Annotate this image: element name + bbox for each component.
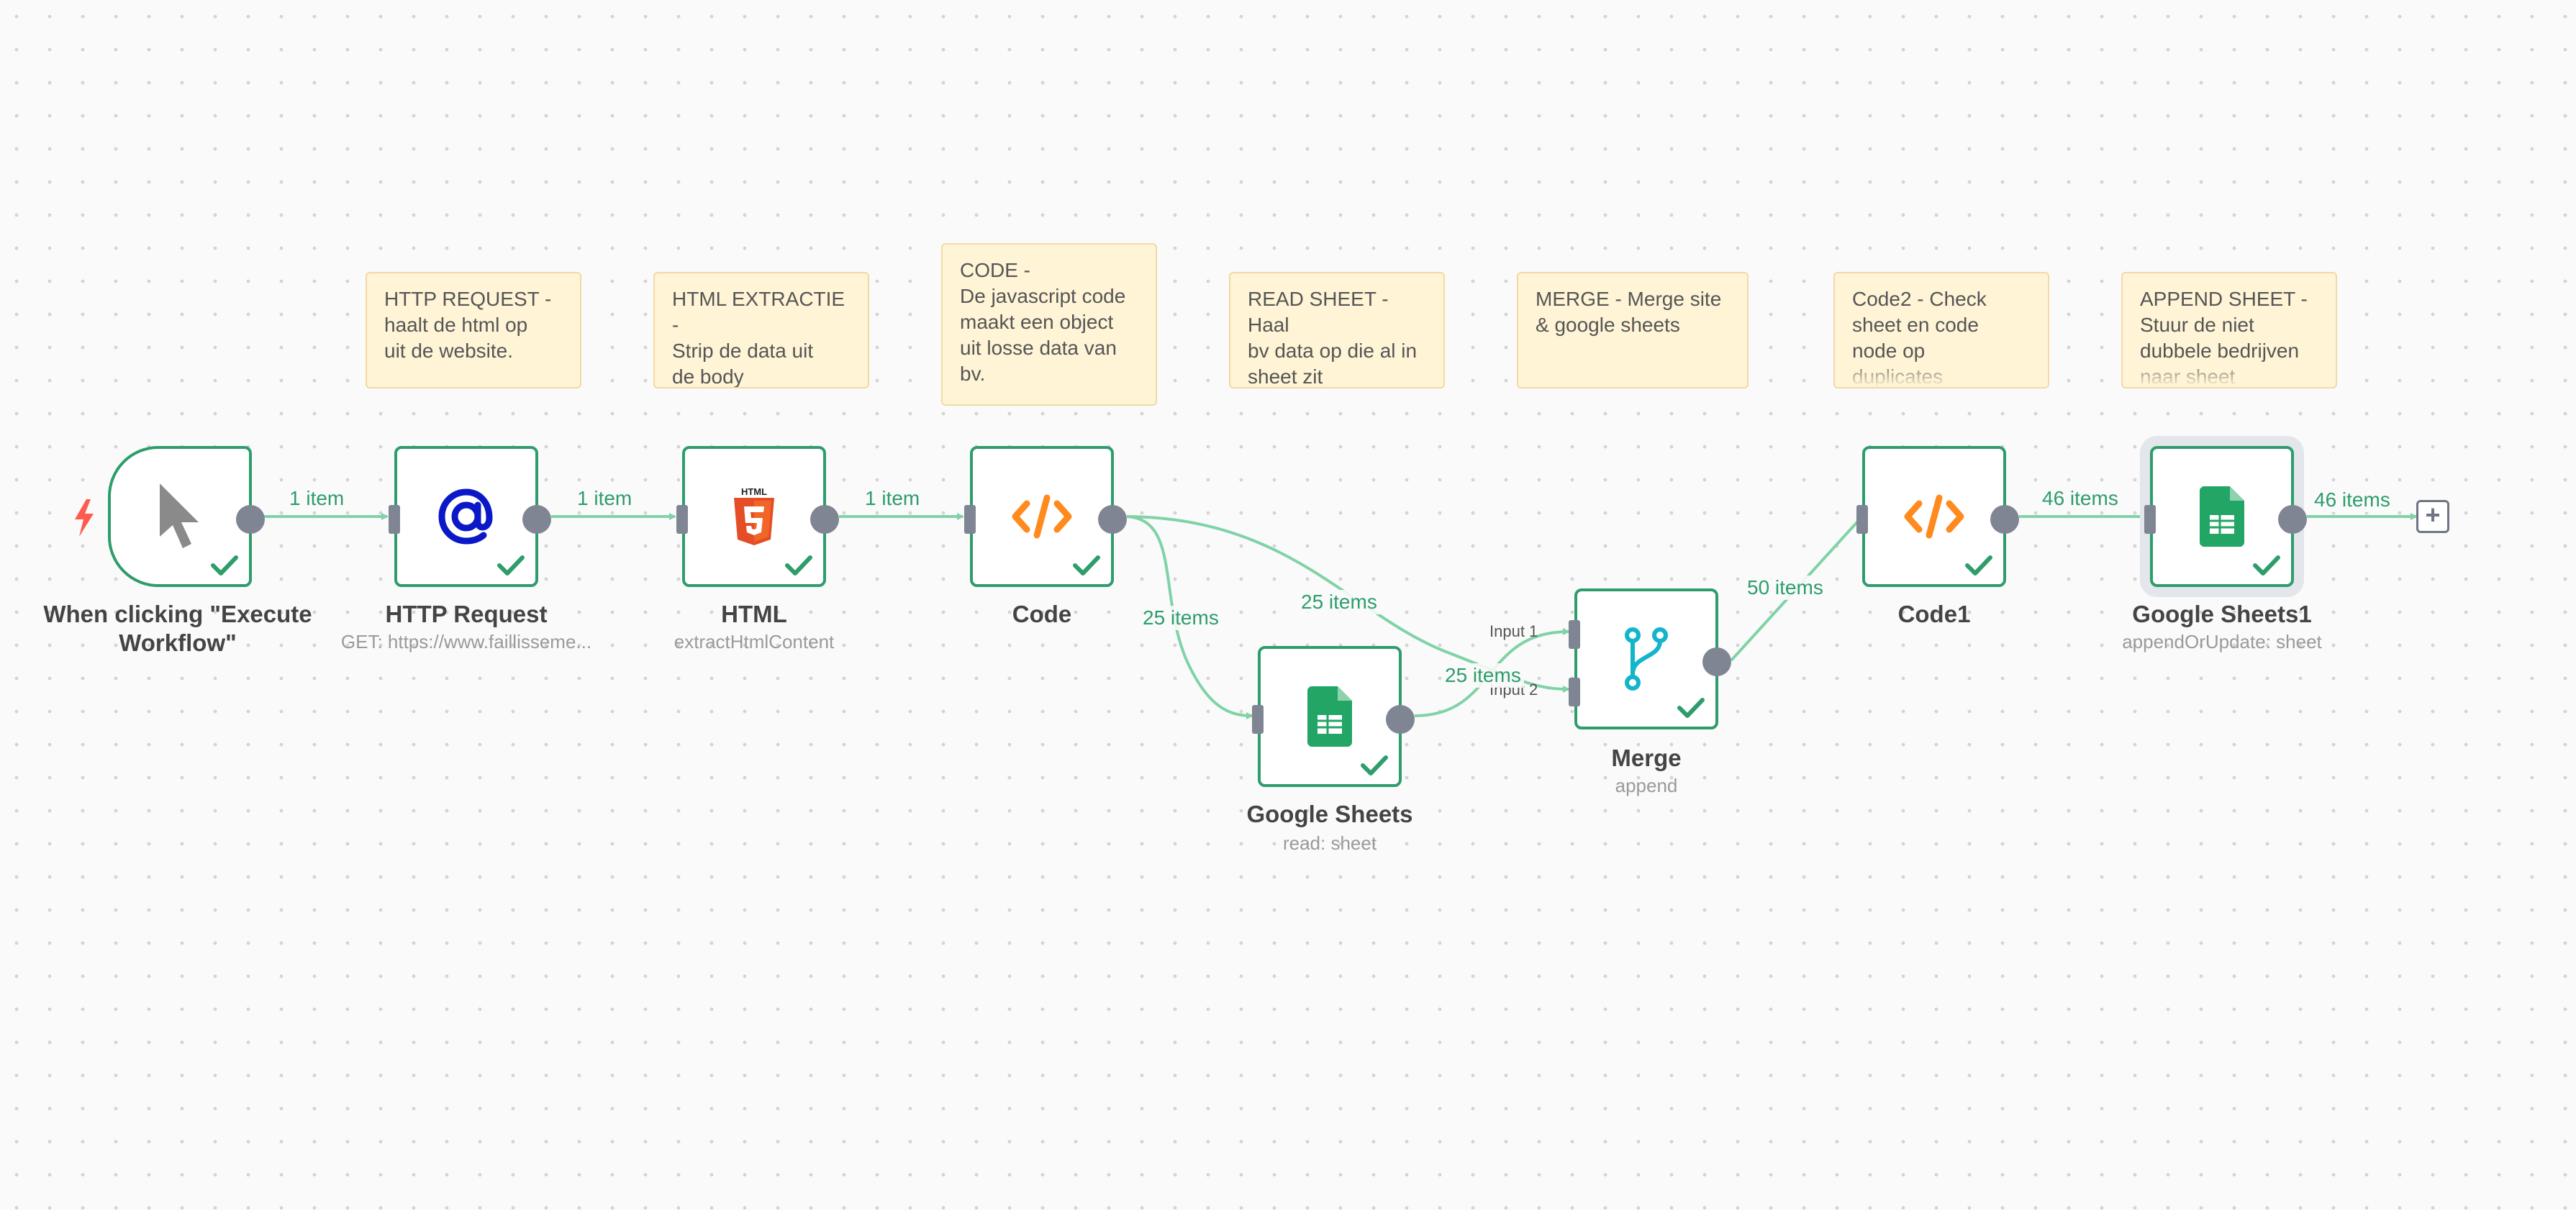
node-google-sheets1[interactable]	[2144, 446, 2307, 587]
at-icon	[436, 486, 496, 547]
node-subtitle-http-request: GET: https://www.faillisseme...	[340, 631, 592, 652]
edge-label-code-merge: 25 items	[1298, 590, 1380, 614]
success-check-icon	[1361, 755, 1388, 775]
google-sheets-icon	[1307, 686, 1352, 747]
input-port[interactable]	[389, 505, 400, 534]
edge-code-gsheets[interactable]	[1126, 515, 1253, 719]
html5-icon: HTML	[731, 486, 777, 547]
output-port[interactable]	[1386, 705, 1415, 734]
edge-label-merge-code1: 50 items	[1744, 576, 1826, 600]
edge-label-code1-gsheets1: 46 items	[2039, 486, 2121, 511]
output-port[interactable]	[1702, 647, 1731, 676]
node-title-http-request: HTTP Request	[385, 601, 548, 627]
success-check-icon	[2253, 555, 2280, 576]
input-port-2[interactable]	[1569, 678, 1580, 706]
node-manual-trigger[interactable]	[108, 446, 265, 587]
input-port[interactable]	[676, 505, 688, 534]
merge-icon	[1621, 627, 1672, 691]
node-subtitle-html: extractHtmlContent	[674, 631, 835, 652]
html5-badge: HTML	[741, 486, 767, 497]
sticky-note-code2[interactable]: Code2 - Check sheet en code node op dupl…	[1833, 272, 2049, 388]
input-port[interactable]	[2144, 505, 2156, 534]
edge-code-merge[interactable]	[1126, 515, 1570, 693]
cursor-icon	[157, 482, 203, 551]
code-icon	[1011, 493, 1073, 540]
node-subtitle-google-sheets1: appendOrUpdate: sheet	[2122, 631, 2322, 652]
output-port[interactable]	[2278, 505, 2307, 534]
node-html[interactable]: HTML	[676, 446, 839, 587]
node-title-merge: Merge	[1611, 745, 1682, 771]
node-title-google-sheets1: Google Sheets1	[2132, 601, 2312, 627]
edge-label-gsheets-merge: 25 items	[1442, 663, 1524, 688]
success-check-icon	[1677, 698, 1705, 718]
success-check-icon	[497, 555, 525, 576]
node-merge[interactable]	[1569, 588, 1731, 729]
sticky-note-append-sheet[interactable]: APPEND SHEET - Stuur de niet dubbele bed…	[2121, 272, 2337, 388]
node-title-trigger: When clicking "Execute Workflow"	[43, 601, 312, 656]
output-port[interactable]	[1098, 505, 1127, 534]
success-check-icon	[785, 555, 812, 576]
edge-label-trigger-http: 1 item	[286, 486, 348, 511]
trigger-bolt-icon	[75, 499, 94, 537]
sticky-note-read-sheet[interactable]: READ SHEET - Haal bv data op die al in s…	[1229, 272, 1445, 388]
sticky-note-code[interactable]: CODE - De javascript code maakt een obje…	[941, 243, 1157, 406]
google-sheets-icon	[2200, 486, 2244, 547]
code-icon	[1903, 493, 1965, 540]
node-code[interactable]	[964, 446, 1127, 587]
input-port[interactable]	[1252, 705, 1264, 734]
node-title-code: Code	[1012, 601, 1072, 627]
node-title-code1: Code1	[1897, 601, 1971, 627]
sticky-note-http-request[interactable]: HTTP REQUEST - haalt de html op uit de w…	[366, 272, 581, 388]
success-check-icon	[1965, 555, 1992, 576]
node-google-sheets[interactable]	[1252, 646, 1415, 787]
node-http-request[interactable]	[389, 446, 551, 587]
merge-input-1-label: Input 1	[1489, 622, 1538, 640]
node-code1[interactable]	[1856, 446, 2019, 587]
output-port[interactable]	[522, 505, 551, 534]
sticky-note-merge[interactable]: MERGE - Merge site & google sheets	[1517, 272, 1749, 388]
edge-label-gsheets1-out: 46 items	[2311, 488, 2393, 512]
node-subtitle-google-sheets: read: sheet	[1282, 832, 1377, 854]
node-title-google-sheets: Google Sheets	[1246, 801, 1413, 827]
edge-label-code-gsheets: 25 items	[1140, 606, 1222, 630]
node-title-html: HTML	[721, 601, 787, 627]
input-port[interactable]	[964, 505, 976, 534]
input-port[interactable]	[1856, 505, 1868, 534]
input-port-1[interactable]	[1569, 620, 1580, 649]
sticky-note-html-extractie[interactable]: HTML EXTRACTIE - Strip de data uit de bo…	[653, 272, 869, 388]
output-port[interactable]	[1990, 505, 2019, 534]
output-port[interactable]	[810, 505, 839, 534]
add-node-button[interactable]: +	[2416, 500, 2449, 533]
success-check-icon	[211, 555, 238, 576]
output-port[interactable]	[236, 505, 265, 534]
node-subtitle-merge: append	[1615, 775, 1678, 796]
edge-label-http-html: 1 item	[574, 486, 635, 511]
edge-label-html-code: 1 item	[862, 486, 923, 511]
success-check-icon	[1073, 555, 1100, 576]
